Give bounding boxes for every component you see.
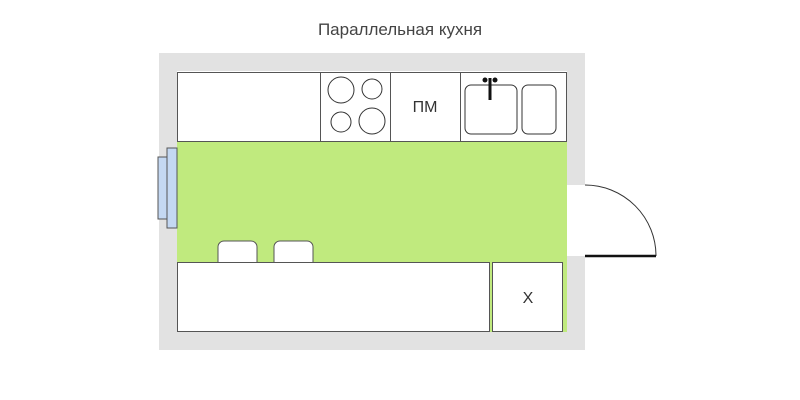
window	[157, 147, 178, 229]
stove	[320, 72, 391, 142]
fridge	[492, 262, 563, 332]
dishwasher-label: ПМ	[413, 99, 438, 116]
diagram-title: Параллельная кухня	[317, 20, 483, 39]
dishwasher	[390, 72, 461, 142]
worktop	[177, 72, 321, 142]
chairs	[217, 240, 314, 262]
fridge-label: Х	[523, 290, 534, 307]
sink-icon	[464, 77, 557, 135]
bottom-counter	[177, 262, 490, 332]
burners-icon	[327, 76, 386, 135]
door	[567, 184, 657, 258]
